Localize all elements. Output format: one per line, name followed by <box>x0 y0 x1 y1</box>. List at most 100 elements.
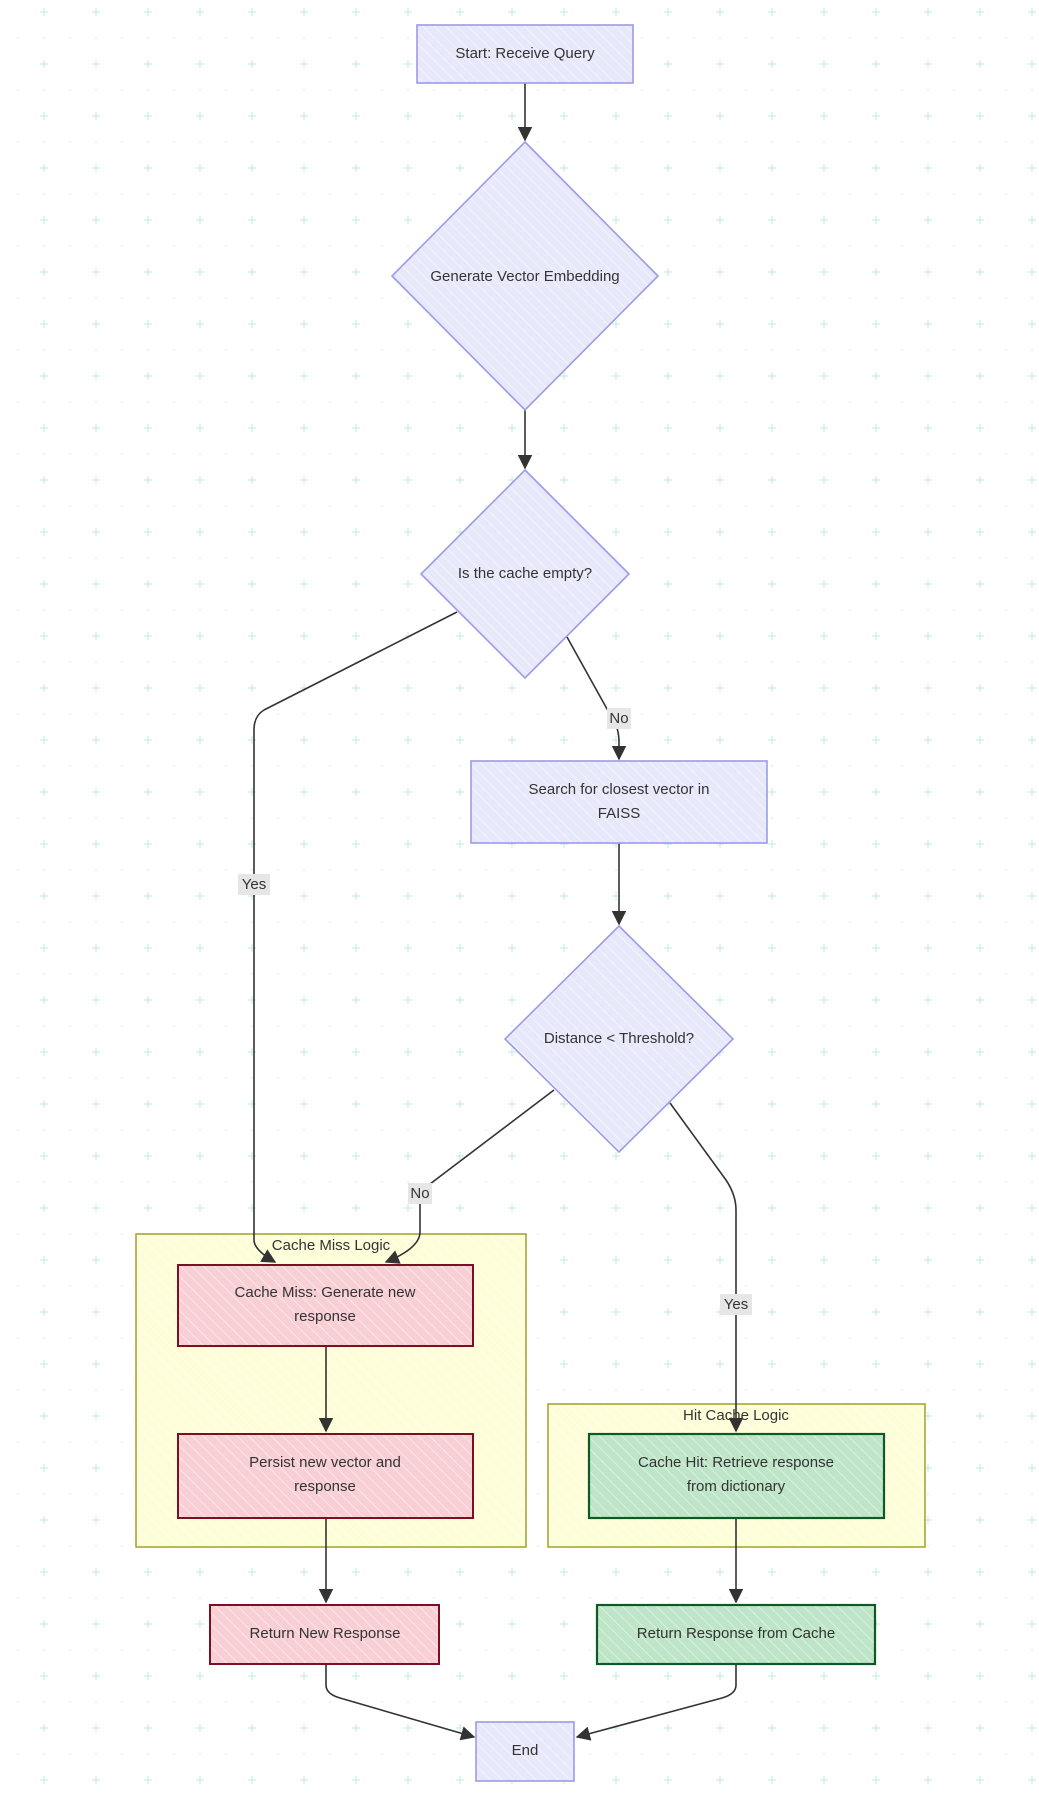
grid-plus-mark <box>196 268 204 276</box>
grid-plus-mark <box>664 1724 672 1732</box>
grid-plus-mark <box>872 528 880 536</box>
grid-dot <box>225 661 227 663</box>
grid-plus-mark <box>612 1204 620 1212</box>
grid-dot <box>953 89 955 91</box>
grid-plus-mark <box>300 1724 308 1732</box>
grid-dot <box>95 193 97 195</box>
grid-dot <box>251 1129 253 1131</box>
grid-plus-mark <box>352 216 360 224</box>
grid-dot <box>381 973 383 975</box>
grid-dot <box>69 37 71 39</box>
grid-dot <box>823 1233 825 1235</box>
grid-plus-mark <box>144 528 152 536</box>
grid-dot <box>927 817 929 819</box>
grid-dot <box>1031 921 1033 923</box>
grid-dot <box>641 1389 643 1391</box>
grid-dot <box>251 401 253 403</box>
grid-dot <box>953 1493 955 1495</box>
grid-dot <box>407 921 409 923</box>
grid-plus-mark <box>456 1568 464 1576</box>
grid-plus-mark <box>820 1204 828 1212</box>
grid-dot <box>43 1545 45 1547</box>
grid-plus-mark <box>716 892 724 900</box>
grid-dot <box>43 869 45 871</box>
grid-plus-mark <box>92 528 100 536</box>
grid-plus-mark <box>664 736 672 744</box>
grid-dot <box>329 557 331 559</box>
grid-dot <box>485 453 487 455</box>
grid-dot <box>407 37 409 39</box>
grid-dot <box>43 661 45 663</box>
grid-dot <box>589 505 591 507</box>
grid-dot <box>615 1181 617 1183</box>
grid-dot <box>433 609 435 611</box>
grid-dot <box>615 1233 617 1235</box>
grid-plus-mark <box>92 996 100 1004</box>
grid-dot <box>459 1077 461 1079</box>
grid-dot <box>667 89 669 91</box>
grid-dot <box>719 1337 721 1339</box>
grid-dot <box>199 661 201 663</box>
grid-plus-mark <box>300 476 308 484</box>
grid-dot <box>95 1441 97 1443</box>
grid-dot <box>277 1701 279 1703</box>
grid-dot <box>199 1025 201 1027</box>
grid-plus-mark <box>560 1568 568 1576</box>
grid-dot <box>615 141 617 143</box>
grid-dot <box>459 1181 461 1183</box>
grid-dot <box>771 453 773 455</box>
grid-dot <box>329 297 331 299</box>
grid-dot <box>563 89 565 91</box>
grid-plus-mark <box>612 320 620 328</box>
grid-plus-mark <box>768 580 776 588</box>
grid-plus-mark <box>300 1672 308 1680</box>
grid-dot <box>277 89 279 91</box>
grid-plus-mark <box>40 1204 48 1212</box>
grid-dot <box>43 1389 45 1391</box>
grid-dot <box>693 869 695 871</box>
grid-dot <box>69 1233 71 1235</box>
grid-plus-mark <box>300 424 308 432</box>
grid-dot <box>277 505 279 507</box>
grid-dot <box>225 141 227 143</box>
grid-plus-mark <box>1028 1204 1036 1212</box>
grid-dot <box>277 1025 279 1027</box>
grid-dot <box>17 1649 19 1651</box>
grid-plus-mark <box>456 1204 464 1212</box>
grid-dot <box>849 1077 851 1079</box>
grid-dot <box>1031 1077 1033 1079</box>
grid-dot <box>121 713 123 715</box>
grid-plus-mark <box>404 8 412 16</box>
grid-dot <box>355 869 357 871</box>
grid-dot <box>329 1701 331 1703</box>
grid-plus-mark <box>716 1776 724 1784</box>
grid-dot <box>615 1701 617 1703</box>
grid-dot <box>979 921 981 923</box>
grid-dot <box>69 869 71 871</box>
grid-dot <box>953 973 955 975</box>
grid-dot <box>901 661 903 663</box>
grid-dot <box>875 297 877 299</box>
grid-dot <box>121 609 123 611</box>
grid-plus-mark <box>820 996 828 1004</box>
grid-dot <box>277 921 279 923</box>
grid-dot <box>797 973 799 975</box>
grid-dot <box>1005 1493 1007 1495</box>
grid-dot <box>797 869 799 871</box>
grid-plus-mark <box>560 1100 568 1108</box>
node-return-cache-label: Return Response from Cache <box>637 1625 835 1642</box>
grid-dot <box>641 193 643 195</box>
grid-dot <box>875 1337 877 1339</box>
grid-dot <box>667 609 669 611</box>
grid-dot <box>901 401 903 403</box>
grid-dot <box>511 1701 513 1703</box>
grid-plus-mark <box>144 1620 152 1628</box>
grid-dot <box>121 661 123 663</box>
grid-plus-mark <box>768 1776 776 1784</box>
grid-dot <box>1005 869 1007 871</box>
grid-dot <box>875 245 877 247</box>
grid-dot <box>589 1233 591 1235</box>
grid-dot <box>797 245 799 247</box>
grid-dot <box>303 193 305 195</box>
grid-dot <box>381 609 383 611</box>
